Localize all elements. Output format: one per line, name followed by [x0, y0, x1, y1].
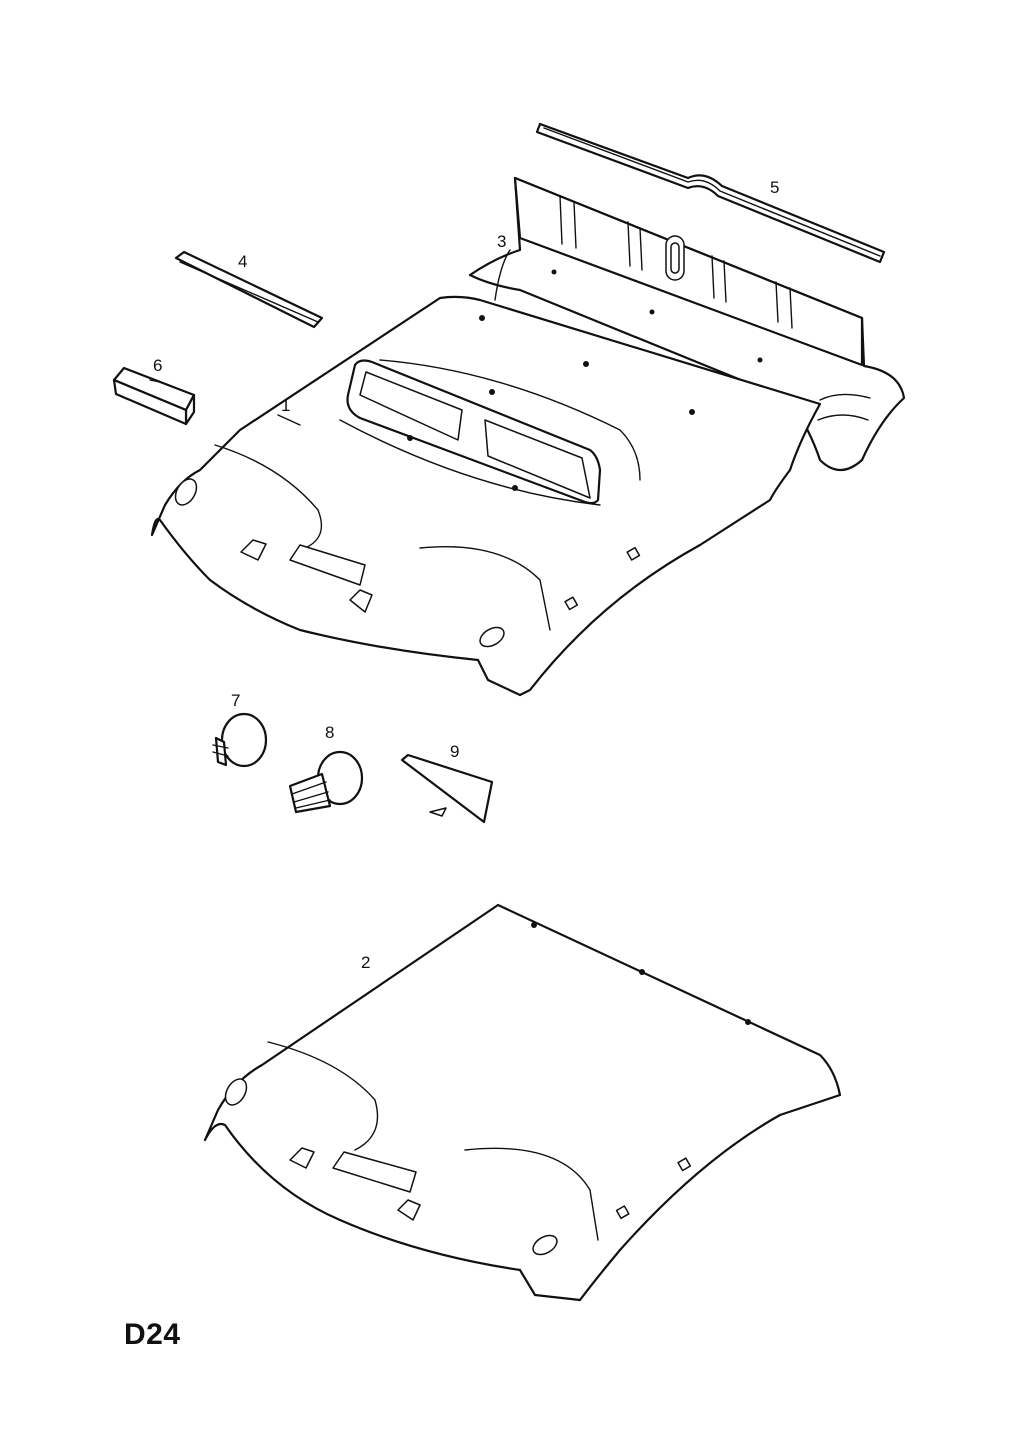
part-7-clip: [212, 712, 268, 768]
callout-6: 6: [153, 356, 162, 375]
callout-2: 2: [361, 953, 370, 972]
callout-8: 8: [325, 723, 334, 742]
part-1-headlining-with-sunroof: [150, 295, 822, 697]
part-8-push-rivet: [288, 750, 364, 814]
callout-3: 3: [497, 232, 506, 251]
callout-1: 1: [281, 396, 290, 415]
part-9-pad: [400, 753, 494, 824]
diagram-code-label: D24: [124, 1318, 181, 1351]
callout-5: 5: [770, 178, 779, 197]
callout-9: 9: [450, 742, 459, 761]
part-4-front-moulding-strip: [174, 250, 324, 329]
part-6-foam-block: [112, 366, 196, 426]
part-2-headlining-plain: [203, 903, 842, 1302]
callout-leaders: [149, 249, 511, 426]
callout-7: 7: [231, 691, 240, 710]
part-5-rear-moulding-strip: [535, 122, 886, 264]
callout-4: 4: [238, 252, 247, 271]
